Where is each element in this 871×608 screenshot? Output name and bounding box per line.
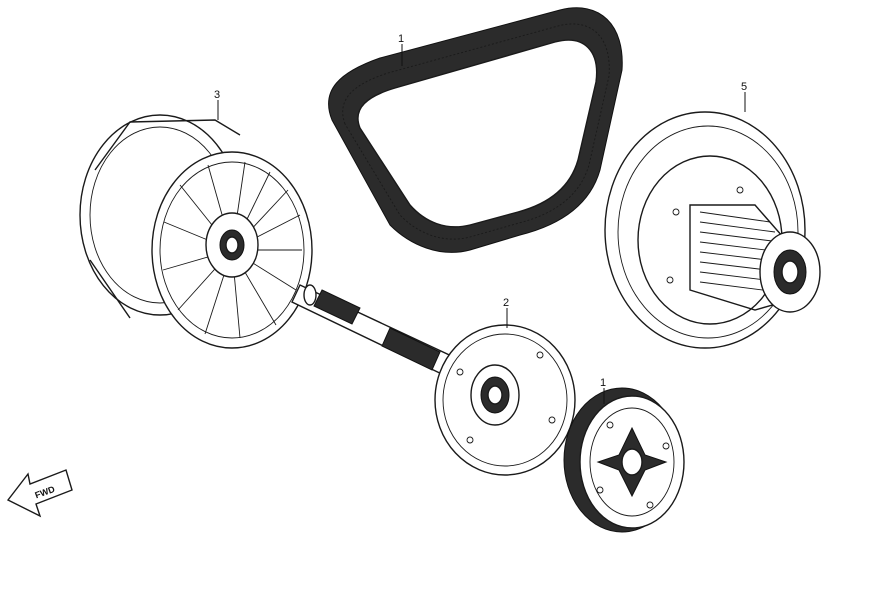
- callout-clutch-shoe: 1: [600, 377, 606, 389]
- driven-hub: [434, 324, 576, 476]
- clutch-housing: [604, 111, 821, 349]
- drive-belt: [328, 7, 623, 253]
- forward-direction-arrow: FWD: [6, 469, 73, 518]
- callout-clutch-housing: 5: [741, 81, 747, 93]
- callout-belt: 1: [398, 33, 404, 45]
- drive-pulley: [79, 114, 313, 349]
- callout-driven-hub: 2: [503, 297, 509, 309]
- clutch-shoe: [563, 387, 685, 533]
- driven-shaft: [291, 284, 461, 379]
- callout-drive-pulley: 3: [214, 89, 220, 101]
